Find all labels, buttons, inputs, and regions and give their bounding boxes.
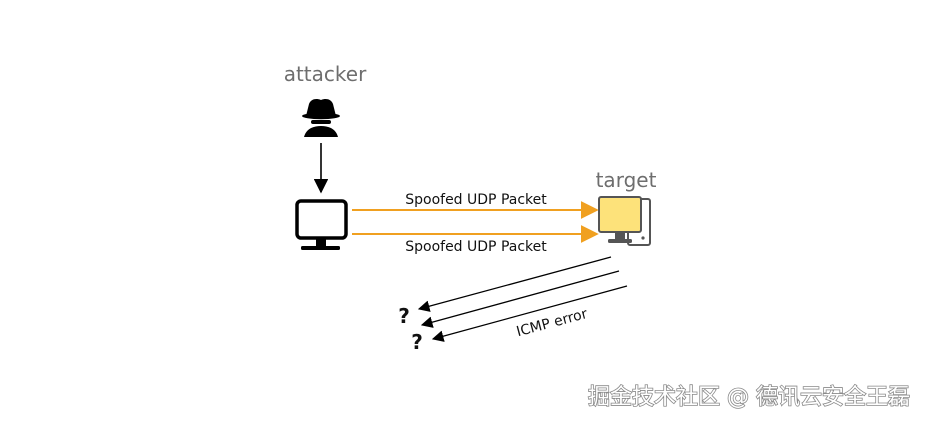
spy-icon bbox=[302, 99, 340, 137]
desktop-computer-icon bbox=[598, 196, 651, 246]
packet-label-bottom: Spoofed UDP Packet bbox=[405, 239, 547, 255]
icmp-arrow-1 bbox=[417, 256, 612, 312]
unknown-host-1: ? bbox=[398, 304, 410, 328]
attacker-label: attacker bbox=[284, 62, 367, 86]
unknown-host-2: ? bbox=[411, 330, 423, 354]
monitor-icon bbox=[295, 199, 348, 250]
packet-label-top: Spoofed UDP Packet bbox=[405, 192, 547, 208]
icmp-arrow-2 bbox=[420, 270, 620, 328]
icmp-arrow-3 bbox=[431, 285, 628, 342]
target-label: target bbox=[596, 168, 657, 192]
watermark: 掘金技术社区 @ 德讯云安全王磊 bbox=[588, 385, 910, 410]
icmp-label: ICMP error bbox=[515, 306, 590, 340]
